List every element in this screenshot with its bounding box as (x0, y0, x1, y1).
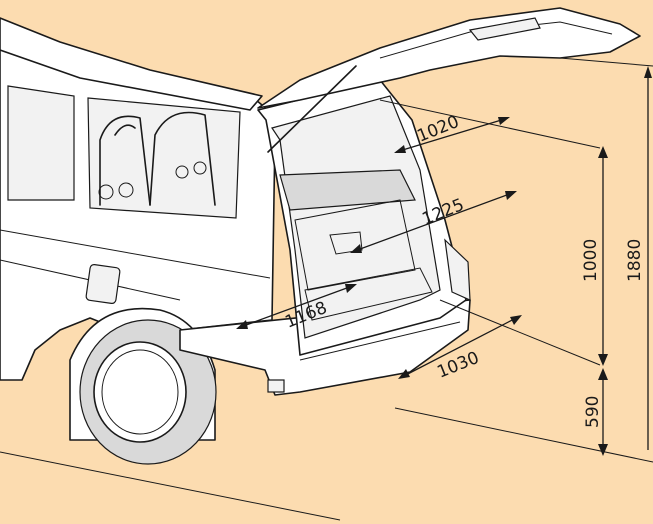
tail-light (444, 238, 471, 301)
side-crease (0, 229, 271, 279)
ground-line-front (0, 451, 341, 521)
reflector (267, 379, 285, 393)
rear-seats (98, 111, 216, 206)
tailgate-lamp (468, 17, 541, 41)
dim-1020-label: 1020 (414, 112, 462, 147)
tailgate (257, 7, 641, 109)
bumper-line (299, 321, 461, 361)
dim-1880-label: 1880 (625, 239, 645, 282)
ground-line-rear (394, 407, 653, 463)
seat-latch (329, 231, 363, 255)
dim-1000-label: 1000 (581, 239, 601, 282)
dim-590-label: 590 (583, 396, 603, 428)
middle-side-window (7, 85, 75, 201)
rear-wheel (79, 319, 217, 465)
dim-1020-line (379, 99, 601, 153)
tailgate-strut (267, 65, 357, 153)
dim-1000-line (598, 146, 608, 366)
rear-side-window (87, 97, 241, 219)
dim-1030-line (398, 299, 601, 379)
dim-1880-line (559, 57, 653, 450)
parcel-shelf (279, 169, 416, 211)
car-roof (0, 17, 263, 111)
rear-seatback (294, 199, 416, 291)
dim-1225-line (350, 191, 517, 253)
trunk-floor (304, 267, 433, 321)
dim-1168-line (236, 284, 357, 329)
dim-1030-label: 1030 (434, 348, 482, 383)
fuel-flap (85, 264, 121, 304)
dim-590-line (598, 368, 608, 456)
